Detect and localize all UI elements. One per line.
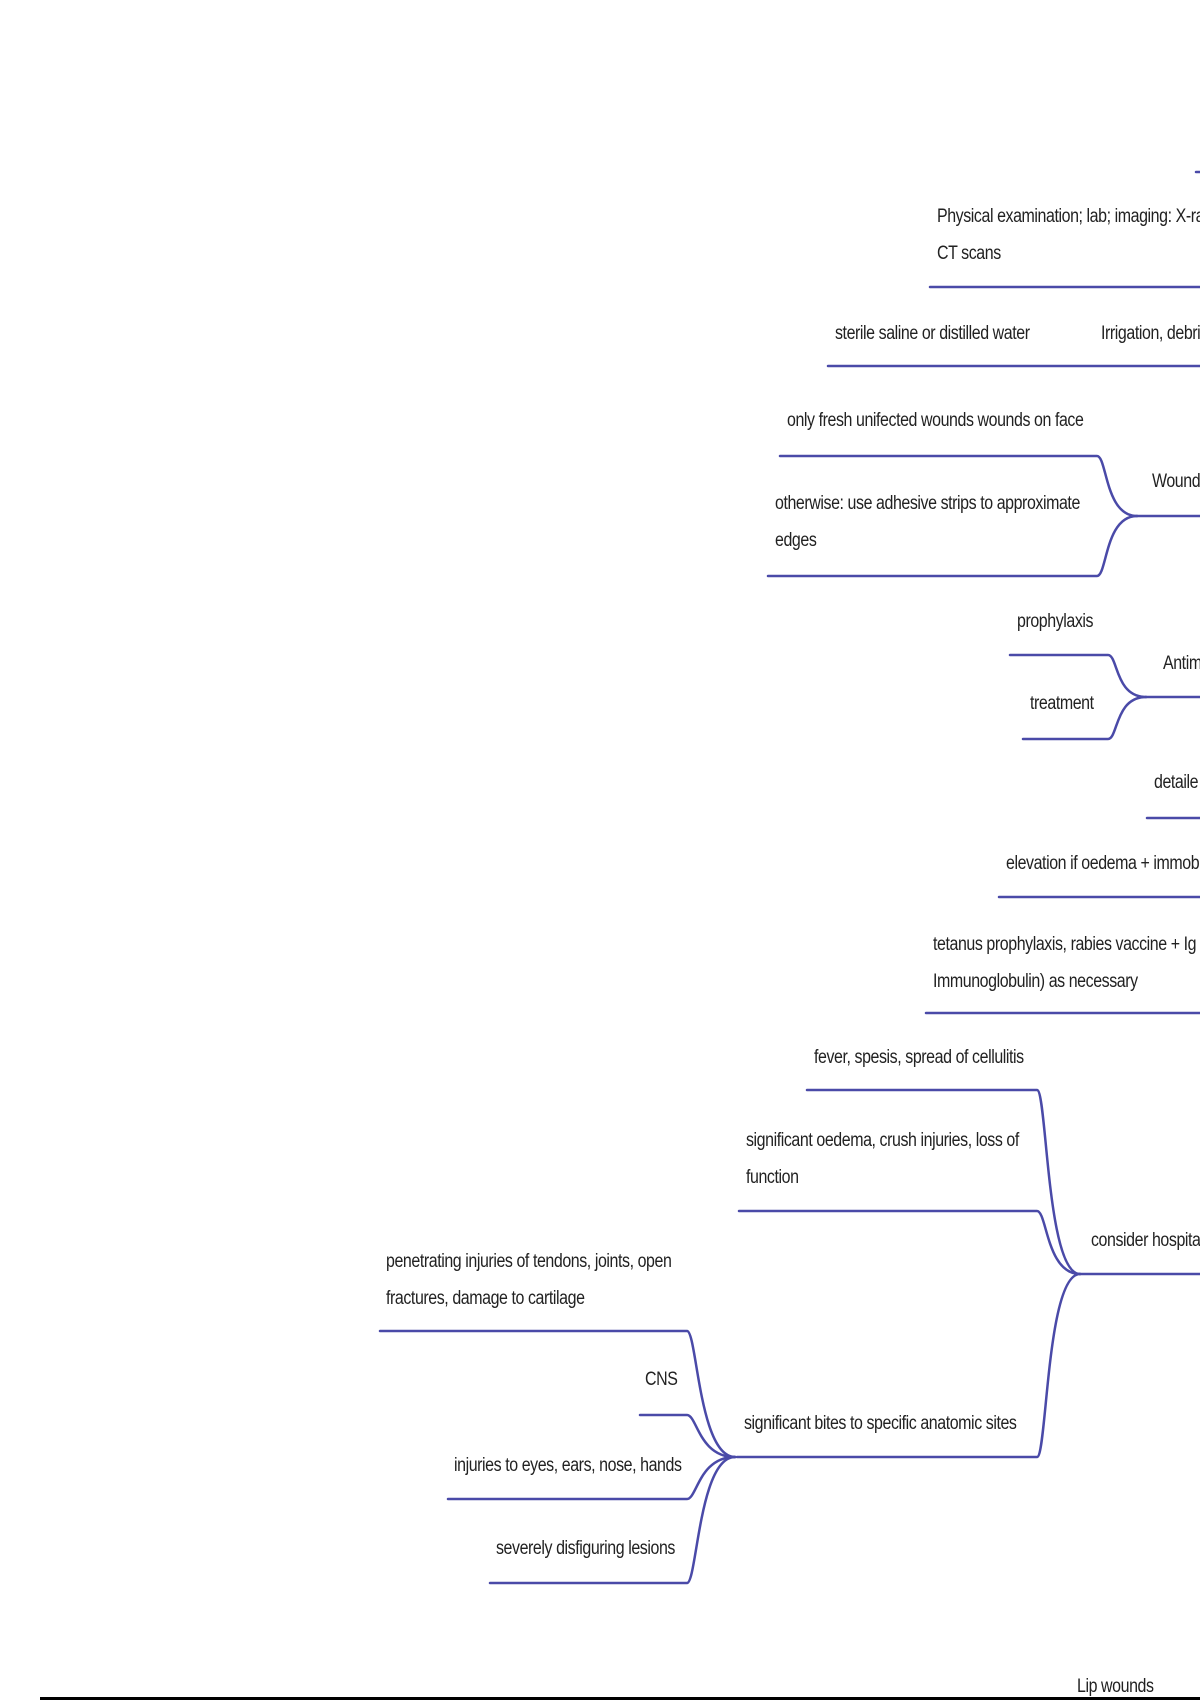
node-disfiguring-lesions[interactable]: severely disfiguring lesions [496,1538,675,1559]
node-penetrating-injuries-line-1: penetrating injuries of tendons, joints,… [386,1251,672,1272]
node-physical-examination[interactable]: Physical examination; lab; imaging: X-ra… [937,198,1200,272]
node-cns[interactable]: CNS [645,1369,678,1390]
node-physical-examination-line-2: CT scans [937,243,1001,264]
branch-lines [378,170,1200,1585]
node-consider-hospital[interactable]: consider hospita [1091,1230,1200,1251]
edge-only-fresh-wounds [778,454,1139,518]
node-only-fresh-wounds[interactable]: only fresh unifected wounds wounds on fa… [787,410,1084,431]
node-tetanus-rabies-line-1: tetanus prophylaxis, rabies vaccine + Ig… [933,934,1200,955]
node-adhesive-strips[interactable]: otherwise: use adhesive strips to approx… [775,485,1080,559]
node-eyes-ears-nose-hands[interactable]: injuries to eyes, ears, nose, hands [454,1455,682,1476]
node-adhesive-strips-line-2: edges [775,530,817,551]
node-adhesive-strips-line-1: otherwise: use adhesive strips to approx… [775,493,1080,514]
node-sterile-saline[interactable]: sterile saline or distilled water [835,323,1030,344]
node-treatment[interactable]: treatment [1030,693,1094,714]
edge-treatment [1021,695,1148,741]
node-tetanus-rabies-line-2: Immunoglobulin) as necessary [933,971,1138,992]
edge-eyes-ears-nose-hands [446,1455,737,1501]
node-significant-oedema-line-1: significant oedema, crush injuries, loss… [746,1130,1019,1151]
node-elevation-immobilisation[interactable]: elevation if oedema + immobi [1006,853,1200,874]
node-wound[interactable]: Wound [1152,471,1200,492]
node-penetrating-injuries-line-2: fractures, damage to cartilage [386,1288,585,1309]
node-lip-wounds[interactable]: Lip wounds [1077,1676,1154,1697]
edge-penetrating-injuries [378,1329,737,1459]
node-significant-bites[interactable]: significant bites to specific anatomic s… [744,1413,1017,1434]
node-detailed[interactable]: detaile [1154,772,1199,793]
node-significant-oedema-line-2: function [746,1167,799,1188]
node-tetanus-rabies[interactable]: tetanus prophylaxis, rabies vaccine + Ig… [933,926,1200,1000]
edge-fever-sepsis [805,1088,1082,1276]
node-prophylaxis[interactable]: prophylaxis [1017,611,1094,632]
node-antim[interactable]: Antim [1163,653,1200,674]
edge-cns [638,1413,737,1459]
edge-significant-bites [735,1272,1082,1459]
edge-significant-oedema [737,1209,1082,1276]
edge-disfiguring-lesions [488,1455,737,1585]
node-fever-sepsis[interactable]: fever, spesis, spread of cellulitis [814,1047,1024,1068]
edge-adhesive-strips [766,514,1139,578]
node-significant-oedema[interactable]: significant oedema, crush injuries, loss… [746,1122,1019,1196]
node-penetrating-injuries[interactable]: penetrating injuries of tendons, joints,… [386,1243,672,1317]
node-physical-examination-line-1: Physical examination; lab; imaging: X-ra… [937,206,1200,227]
bottom-rule [40,1697,1200,1700]
edge-prophylaxis [1008,653,1148,699]
node-irrigation[interactable]: Irrigation, debri [1101,323,1200,344]
